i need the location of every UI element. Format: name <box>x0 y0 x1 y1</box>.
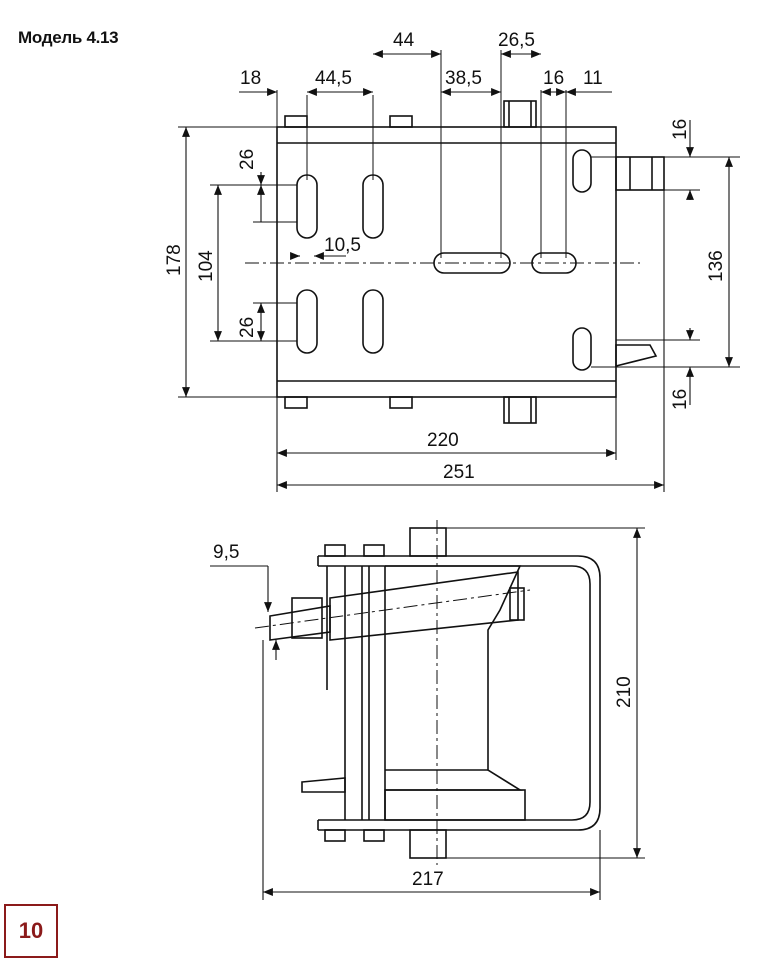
slot <box>362 289 384 354</box>
dim-136: 136 <box>706 250 727 282</box>
page-number-badge: 10 <box>4 904 58 958</box>
dim-38-5: 38,5 <box>445 68 482 89</box>
dim-16-right-top: 16 <box>670 119 691 140</box>
slot <box>362 174 384 239</box>
top-view-dimensions <box>178 50 740 492</box>
dim-9-5: 9,5 <box>213 542 239 563</box>
u-frame <box>318 555 601 831</box>
dim-251: 251 <box>443 462 475 483</box>
nut <box>409 829 447 859</box>
nut <box>503 396 537 424</box>
drum <box>385 565 523 791</box>
bolt-head <box>363 829 385 842</box>
bolt-head <box>324 544 346 557</box>
bolt-head <box>389 115 413 128</box>
dim-18: 18 <box>240 68 261 89</box>
dim-178: 178 <box>164 244 185 276</box>
bolt-head <box>324 829 346 842</box>
side-view-dimensions <box>210 527 645 900</box>
dim-44: 44 <box>393 30 415 51</box>
dim-26-5: 26,5 <box>498 30 535 51</box>
dim-210: 210 <box>614 676 635 708</box>
model-title: Модель 4.13 <box>18 28 119 47</box>
top-view <box>245 50 665 424</box>
bolt-head <box>284 115 308 128</box>
bolt-head <box>363 544 385 557</box>
nut <box>503 100 537 128</box>
wedge-pad <box>301 777 346 793</box>
dim-16-right-bottom: 16 <box>670 389 691 410</box>
bolt-head <box>284 396 308 409</box>
wedge-clamp <box>615 344 658 368</box>
slot <box>296 174 318 239</box>
crank-shaft <box>269 605 331 641</box>
bolt-head <box>389 396 413 409</box>
shaft-stub <box>615 156 665 191</box>
base-plate-outline <box>276 126 617 398</box>
dim-220: 220 <box>427 430 459 451</box>
side-view <box>254 520 601 865</box>
dim-44-5: 44,5 <box>315 68 352 89</box>
slot <box>296 289 318 354</box>
dim-16-top: 16 <box>543 68 564 89</box>
slot <box>572 149 592 193</box>
dim-217: 217 <box>412 869 444 890</box>
dim-104: 104 <box>196 250 217 282</box>
dim-10-5: 10,5 <box>324 235 361 256</box>
slot <box>572 327 592 371</box>
dim-26-lower: 26 <box>237 317 258 338</box>
dim-11: 11 <box>583 68 603 89</box>
dim-26-upper: 26 <box>237 149 258 170</box>
nut <box>409 527 447 557</box>
